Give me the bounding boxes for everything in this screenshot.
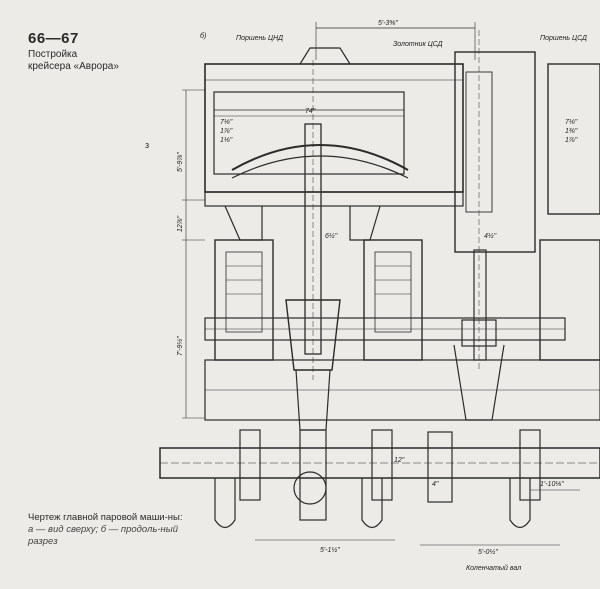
dim-rr3: 1⅞" — [565, 137, 578, 144]
dim-r2: 1⅞" — [220, 128, 233, 135]
dim-vert-mid: 12⅞" — [177, 215, 184, 232]
section-heading: Постройка крейсера «Аврора» — [28, 49, 119, 73]
label-slide-valve: Золотник ЦСД — [393, 41, 443, 48]
dim-crank: 1'-10⅛" — [540, 481, 564, 488]
dim-bottom-span-2: 5'-0½" — [478, 548, 498, 556]
dim-cylinder-width: 74" — [305, 108, 316, 115]
dim-vert-lower: 7'-9½" — [176, 336, 184, 356]
dim-r3: 1⅛" — [220, 137, 233, 144]
label-piston-mp: Поршень ЦСД — [540, 35, 587, 42]
dim-rr1: 7⅛" — [565, 119, 578, 126]
caption-line-1: Чертеж главной паровой маши-ны: — [28, 512, 183, 523]
dim-web: 4" — [432, 481, 439, 488]
figure-caption: Чертеж главной паровой маши-ны: а — вид … — [28, 512, 186, 548]
dim-vert-upper: 5'-9⅞" — [177, 152, 184, 172]
panel-label: б) — [200, 32, 206, 40]
dim-rod-dia: 6½" — [325, 232, 338, 240]
heading-line-2: крейсера «Аврора» — [28, 61, 119, 72]
page-number: 66—67 — [28, 30, 79, 47]
dim-valve-rod: 4½" — [484, 232, 497, 240]
dim-rr2: 1⅜" — [565, 128, 578, 135]
dim-r1: 7⅛" — [220, 119, 233, 126]
label-piston-hp: Поршень ЦНД — [236, 35, 283, 42]
dim-bottom-span: 5'-1½" — [320, 546, 340, 554]
heading-line-1: Постройка — [28, 49, 78, 60]
dim-journal: 12" — [394, 457, 405, 464]
caption-line-2: а — вид сверху; б — продоль-ный разрез — [28, 524, 178, 547]
stray-mark: з — [145, 140, 150, 150]
dim-top-span: 5'-3⅝" — [378, 20, 398, 27]
label-crankshaft: Коленчатый вал — [466, 564, 521, 572]
